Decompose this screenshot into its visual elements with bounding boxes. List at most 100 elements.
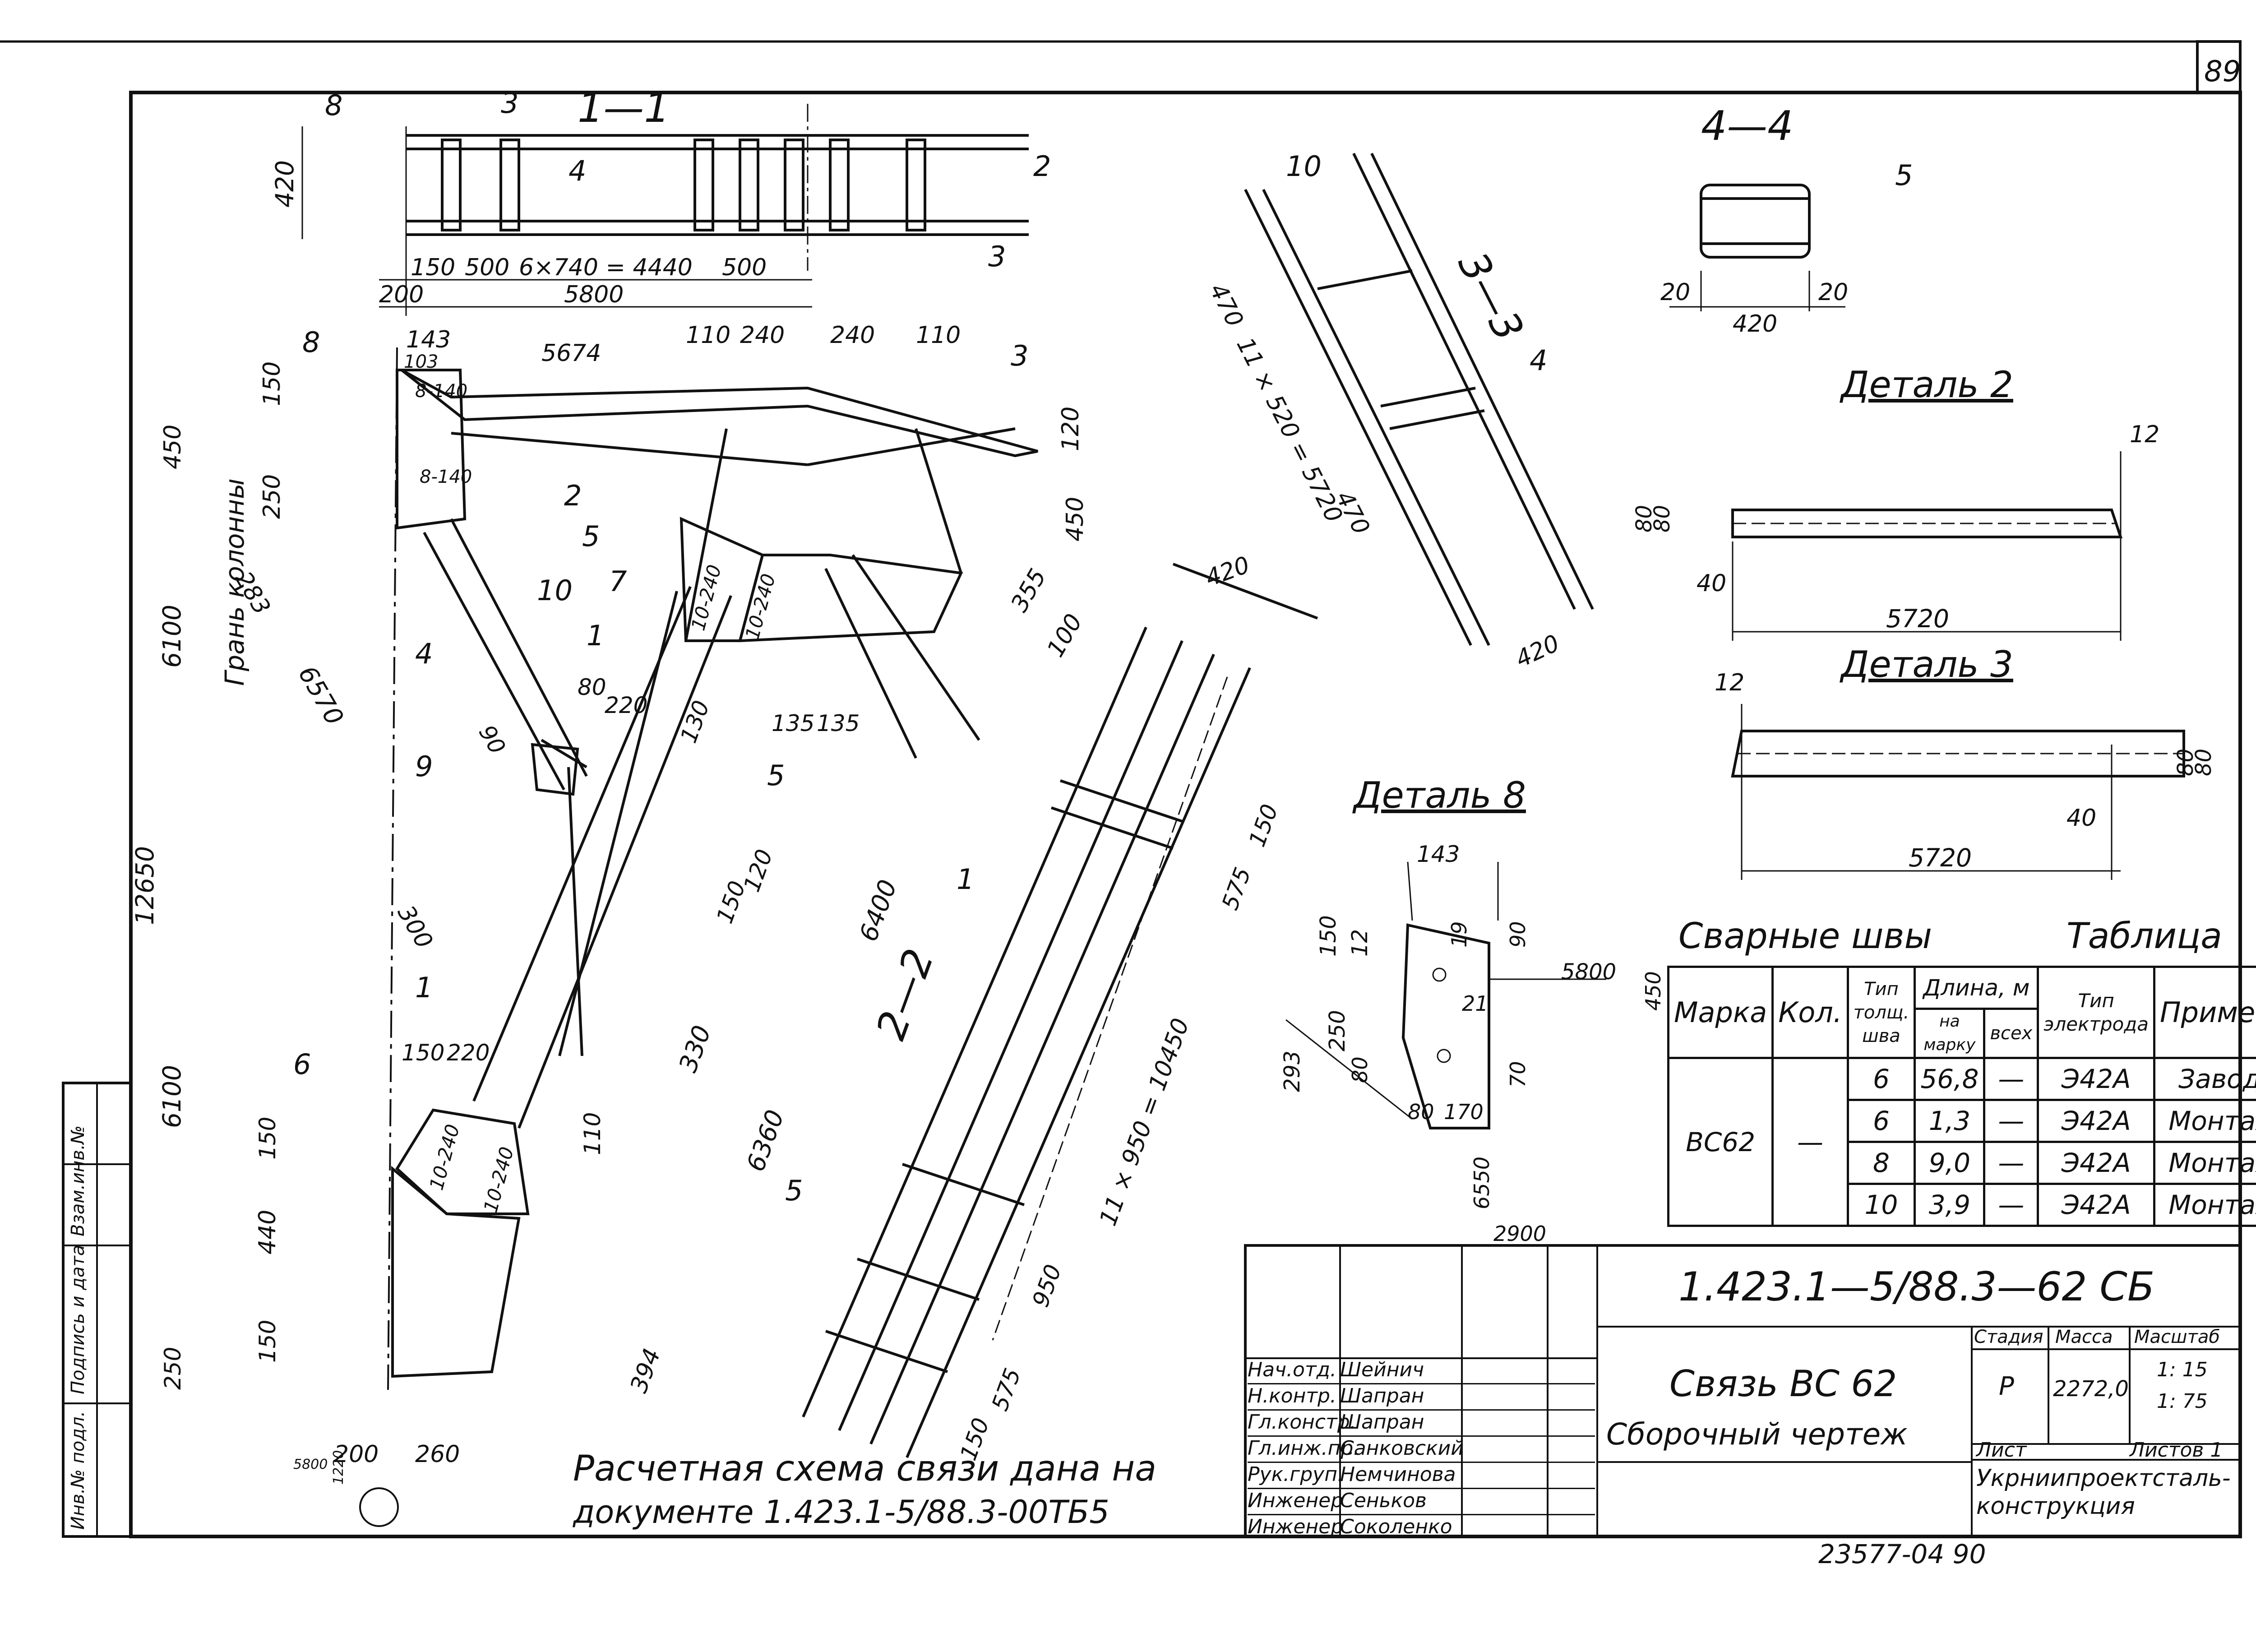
staff-name: Шапран <box>1340 1411 1424 1434</box>
row4-type: 10 <box>1846 1183 1916 1227</box>
row3-total: — <box>1983 1141 2039 1185</box>
dim-240b: 240 <box>830 322 875 349</box>
dim-575: 575 <box>1217 864 1256 914</box>
hdr-electrode: Тип электрода <box>2037 966 2156 1059</box>
stage-header: Стадия <box>1974 1327 2043 1347</box>
dim-20b: 20 <box>1818 279 1848 306</box>
row2-total: — <box>1983 1099 2039 1143</box>
mark-2-top: 2 <box>1033 150 1051 183</box>
dim-80c: 80 <box>2173 749 2198 776</box>
dim-20: 20 <box>1660 279 1690 306</box>
dim-110c: 110 <box>579 1112 606 1155</box>
dim-470: 470 <box>1204 279 1248 332</box>
view-3-3-label: 3—3 <box>1448 245 1532 348</box>
dim-330: 330 <box>673 1022 717 1076</box>
dim-11x950: 11 × 950 = 10450 <box>1095 1015 1195 1229</box>
dim-250: 250 <box>259 474 286 519</box>
dim-240: 240 <box>740 322 785 349</box>
detail-8 <box>1285 861 1606 1129</box>
plate-10-240-b: 10-240 <box>741 571 780 642</box>
dim-80f: 80 <box>1408 1100 1434 1124</box>
row1-electrode: Э42А <box>2037 1057 2156 1101</box>
dim-150f: 150 <box>254 1320 281 1363</box>
hdr-type: Тип толщ. шва <box>1846 966 1916 1059</box>
hdr-per-mark: на марку <box>1914 1008 1986 1059</box>
row4-total: — <box>1983 1183 2039 1227</box>
dim-80: 80 <box>578 674 606 700</box>
part-marks: 8 3 4 2 3 8 3 4 10 5 7 1 9 5 1 6 1 5 10 … <box>293 87 1913 1207</box>
row1-total: — <box>1983 1057 2039 1101</box>
row4-note: Монтажный <box>2153 1183 2256 1227</box>
dim-143b: 143 <box>1417 841 1460 867</box>
stamp-signature-date: Подпись и дата <box>68 1245 88 1394</box>
row-mark: ВС62 <box>1667 1057 1774 1227</box>
section-4-4 <box>1669 184 1845 311</box>
dim-5800b: 5800 <box>293 1457 328 1472</box>
mark-6: 6 <box>293 1048 311 1081</box>
dim-250b: 250 <box>160 1347 186 1390</box>
design-note-line1: Расчетная схема связи дана на <box>573 1448 1157 1489</box>
mark-1-b: 1 <box>415 971 433 1004</box>
dim-110: 110 <box>686 322 730 349</box>
staff-row: Гл.инж.пр.Санковский <box>1248 1437 1595 1463</box>
page-number-box <box>2196 40 2242 94</box>
staff-list: Нач.отд.Шейнич Н.контр.Шапран Гл.констр.… <box>1248 1358 1595 1540</box>
bottom-code: 23577-04 90 <box>1818 1539 1986 1569</box>
dim-200b: 200 <box>334 1441 379 1468</box>
dim-110b: 110 <box>916 322 961 349</box>
dim-12650: 12650 <box>130 846 159 925</box>
mark-10-b: 10 <box>1286 150 1322 183</box>
staff-name: Шапран <box>1340 1384 1424 1407</box>
view-4-4-label: 4—4 <box>1701 102 1794 150</box>
staff-role: Инженер <box>1248 1515 1344 1538</box>
dim-21: 21 <box>1462 991 1489 1016</box>
row1-note: Заводской <box>2153 1057 2256 1101</box>
section-3-3 <box>1244 153 1594 646</box>
weld-table: Марка Кол. Тип толщ. шва Длина, м Тип эл… <box>1667 966 2256 1227</box>
dim-500: 500 <box>465 254 509 281</box>
mark-7: 7 <box>609 565 627 598</box>
hdr-mark: Марка <box>1667 966 1774 1059</box>
row1-type: 6 <box>1846 1057 1916 1101</box>
staff-role: Н.контр. <box>1248 1384 1336 1407</box>
detail-2 <box>1731 451 2123 641</box>
row3-electrode: Э42А <box>2037 1141 2156 1185</box>
mark-5-d: 5 <box>1895 159 1913 192</box>
row2-type: 6 <box>1846 1099 1916 1143</box>
dim-80a: 80 <box>1632 505 1657 532</box>
drawing-title: Связь ВС 62 <box>1669 1363 1897 1405</box>
mark-5: 5 <box>582 520 600 553</box>
dim-1220: 1220 <box>331 1450 347 1485</box>
plate-10-240-d: 10-240 <box>479 1144 518 1215</box>
mark-8-top: 8 <box>325 89 342 122</box>
dim-19: 19 <box>1447 921 1471 948</box>
view-2-2-label: 2—2 <box>867 943 943 1046</box>
mark-3-bot: 3 <box>988 240 1006 273</box>
dim-150g: 150 <box>1244 801 1283 851</box>
row1-per-mark: 56,8 <box>1914 1057 1986 1101</box>
mark-3: 3 <box>1011 339 1028 372</box>
doc-code: 1.423.1—5/88.3—62 СБ <box>1678 1263 2155 1310</box>
mass-header: Масса <box>2055 1327 2113 1347</box>
dim-12c: 12 <box>1347 929 1373 957</box>
dim-450b: 450 <box>1062 497 1089 541</box>
dim-170: 170 <box>1444 1100 1484 1124</box>
staff-name: Санковский <box>1340 1437 1464 1460</box>
row4-electrode: Э42А <box>2037 1183 2156 1227</box>
hdr-note: Примечание <box>2153 966 2256 1059</box>
row3-note: Монтажный <box>2153 1141 2256 1185</box>
sheets-label: Листов 1 <box>2130 1439 2223 1462</box>
hdr-total: всех <box>1983 1008 2039 1059</box>
dim-70: 70 <box>1506 1061 1530 1087</box>
dim-40b: 40 <box>2066 805 2096 832</box>
dim-2900: 2900 <box>1493 1222 1546 1246</box>
dim-103: 103 <box>404 352 438 372</box>
dim-293: 293 <box>1280 1050 1305 1092</box>
staff-name: Сеньков <box>1340 1489 1427 1512</box>
row2-electrode: Э42А <box>2037 1099 2156 1143</box>
dim-5720b: 5720 <box>1909 843 1972 872</box>
dim-120b: 120 <box>739 846 778 896</box>
dim-500b: 500 <box>722 254 767 281</box>
